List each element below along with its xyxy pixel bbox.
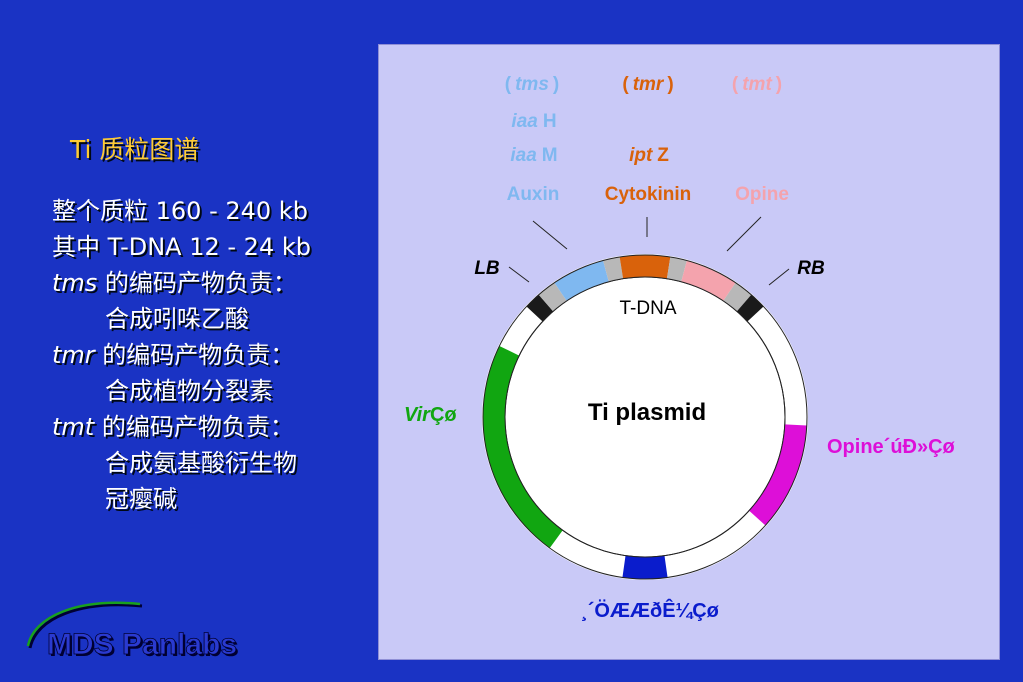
opine-region-label: Opine´úÐ»Çø — [827, 436, 956, 458]
ti-plasmid-label: Ti plasmid — [588, 399, 706, 426]
plasmid-ring — [482, 254, 808, 580]
gap-segment-1 — [603, 256, 624, 282]
tms-description: 的编码产物负责： — [97, 269, 297, 297]
tmr-description: 的编码产物负责： — [94, 341, 295, 369]
tmt-segment — [681, 260, 736, 301]
tmt-gene-name: tmt — [52, 413, 95, 441]
rb-border-segment — [736, 294, 764, 322]
vir-region-label: VirÇø — [404, 404, 457, 426]
rb-label: RB — [797, 258, 825, 279]
origin-region-label: ¸´ÖÆÆðÊ¼Çø — [581, 598, 720, 622]
tmr-label: (tmr) — [622, 74, 673, 95]
tdna-label: T-DNA — [620, 298, 677, 319]
rb-gray-segment — [723, 282, 752, 312]
tmr-gene-name: tmr — [52, 341, 95, 369]
tmt-product-2: 冠瘿碱 — [105, 485, 177, 513]
gap-segment-2 — [666, 256, 687, 282]
plasmid-size-line: 整个质粒 160 - 240 kb — [52, 197, 308, 225]
lb-gray-segment — [538, 282, 567, 312]
logo-text: MDS Panlabs — [47, 628, 237, 661]
tms-gene-name: tms — [52, 269, 98, 297]
origin-segment — [622, 555, 668, 579]
tmr-line: tmr 的编码产物负责： — [52, 337, 377, 373]
opine-catabolism-segment — [749, 424, 807, 526]
logo-swoosh-front — [26, 601, 141, 647]
ring-inner-outline — [504, 276, 786, 558]
logo-text-shadow: MDS Panlabs — [49, 630, 239, 663]
tms-product: 合成吲哚乙酸 — [105, 305, 249, 333]
rb-pointer-line — [768, 268, 790, 286]
lb-label: LB — [474, 258, 500, 279]
tmr-product: 合成植物分裂素 — [105, 377, 273, 405]
lb-border-segment — [526, 294, 554, 322]
tmt-product-1: 合成氨基酸衍生物 — [105, 449, 297, 477]
tmt-description: 的编码产物负责： — [94, 413, 294, 441]
slide-title: Ti 质粒图谱 — [70, 135, 200, 164]
tms-segment — [554, 260, 609, 301]
logo-swoosh — [28, 603, 143, 649]
tdna-size-line: 其中 T-DNA 12 - 24 kb — [52, 233, 311, 261]
auxin-pointer-line — [532, 220, 568, 250]
tmr-segment — [619, 255, 671, 279]
ring-outer-outline — [482, 254, 808, 580]
tms-label: (tms) — [505, 74, 559, 95]
opine-label: Opine — [735, 184, 789, 205]
tmt-label: (tmt) — [732, 74, 782, 95]
vir-segment — [483, 345, 563, 549]
notes-block: 整个质粒 160 - 240 kb 其中 T-DNA 12 - 24 kb tm… — [52, 193, 377, 517]
tms-line: tms 的编码产物负责： — [52, 265, 377, 301]
cytokinin-label: Cytokinin — [605, 184, 692, 205]
opine-pointer-line — [726, 216, 762, 252]
mds-panlabs-logo: MDS Panlabs MDS Panlabs — [26, 601, 239, 663]
tmt-line: tmt 的编码产物负责： — [52, 409, 377, 445]
lb-pointer-line — [508, 266, 530, 283]
auxin-label: Auxin — [507, 184, 560, 205]
